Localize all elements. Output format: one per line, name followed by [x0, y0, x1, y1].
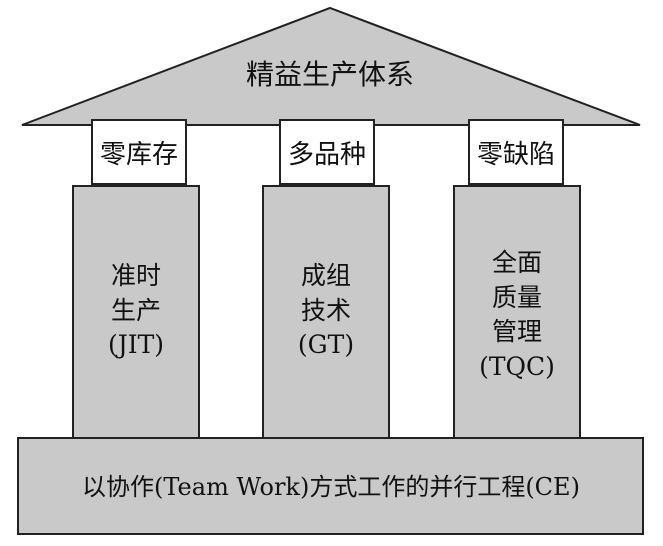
multi-variety-box: 多品种	[279, 119, 375, 185]
roof-label: 精益生产体系	[245, 58, 414, 91]
pillar-tqc	[453, 185, 581, 439]
zero-inventory-label: 零库存	[99, 139, 178, 170]
pillar-gt-label: 成组 技术 (GT)	[297, 261, 355, 359]
zero-defect-label: 零缺陷	[476, 139, 555, 170]
zero-inventory-box: 零库存	[91, 119, 187, 185]
pillar-gt	[262, 185, 390, 439]
foundation-label: 以协作(Team Work)方式工作的并行工程(CE)	[82, 473, 580, 501]
zero-defect-box: 零缺陷	[468, 119, 564, 185]
pillar-jit-label: 准时 生产 (JIT)	[107, 261, 165, 359]
multi-variety-label: 多品种	[287, 139, 366, 170]
pillar-jit	[72, 185, 200, 439]
foundation-base	[17, 437, 644, 535]
pillar-tqc-label: 全面 质量 管理 (TQC)	[479, 248, 555, 381]
